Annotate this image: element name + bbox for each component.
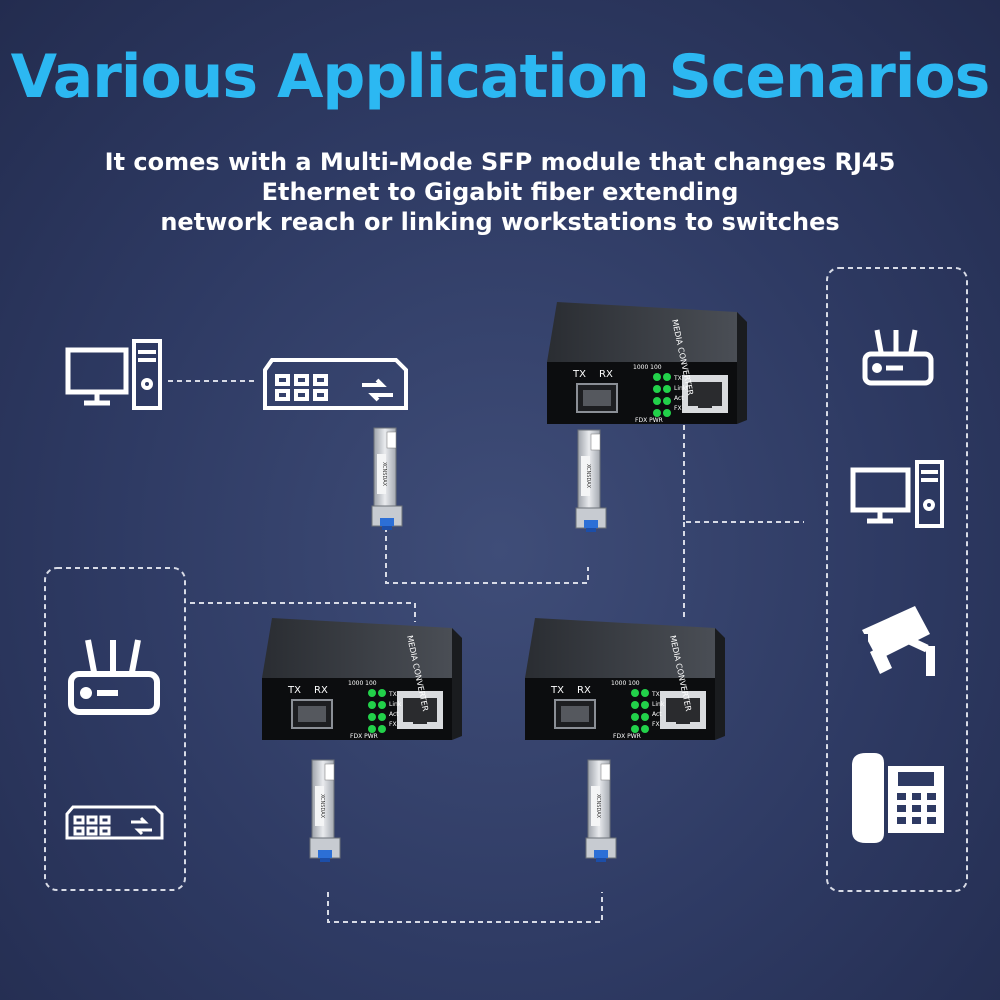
converter-tx-label: TX: [572, 369, 586, 380]
connection-lines: [168, 380, 804, 923]
subtitle-line-1: It comes with a Multi-Mode SFP module th…: [104, 148, 896, 176]
converter-led-fx: FX: [389, 721, 397, 728]
sfp-module-top-right: XCNSDAX: [575, 429, 607, 533]
sfp-brand: XCNSDAX: [381, 462, 387, 487]
connection-left-group-to-converter: [190, 602, 416, 622]
router-icon: [862, 329, 934, 386]
sfp-module-bottom-right: XCNSDAX: [585, 759, 617, 863]
switch-icon: [65, 805, 164, 840]
right-device-group: [826, 267, 968, 892]
converter-led-tx: TX: [673, 375, 682, 382]
converter-led-tx: TX: [388, 691, 397, 698]
converter-led-act: Act: [674, 395, 684, 402]
connection-sfp-sfp-top: [385, 518, 589, 584]
converter-rx-label: RX: [314, 685, 328, 696]
monitor-icon: [850, 467, 911, 524]
converter-led-act: Act: [389, 711, 399, 718]
pc-tower-icon: [915, 460, 944, 528]
cctv-camera-icon: [858, 606, 935, 676]
converter-tx-label: TX: [287, 685, 301, 696]
converter-led-act: Act: [652, 711, 662, 718]
converter-led-fx: FX: [652, 721, 660, 728]
converter-led-tx: TX: [651, 691, 660, 698]
monitor-icon: [65, 347, 129, 406]
sfp-brand: XCNSDAX: [319, 794, 325, 819]
media-converter-right: TX RX 1000 100 TX Link Act FX FDX PWR ME…: [524, 617, 726, 741]
sfp-brand: XCNSDAX: [585, 464, 591, 489]
page-title: Various Application Scenarios: [10, 42, 991, 112]
sfp-module-bottom-left: XCNSDAX: [309, 759, 341, 863]
switch-icon: [263, 358, 408, 410]
converter-bottom-label: FDX PWR: [635, 417, 663, 424]
sfp-brand: XCNSDAX: [595, 794, 601, 819]
sfp-module-top-left: XCNSDAX: [371, 427, 403, 531]
left-device-group: [44, 567, 186, 891]
subtitle-line-3: network reach or linking workstations to…: [160, 208, 840, 236]
media-converter-left: TX RX 1000 100 TX Link Act FX FDX PWR ME…: [261, 617, 463, 741]
converter-led-fx: FX: [674, 405, 682, 412]
converter-rx-label: RX: [599, 369, 613, 380]
converter-led-link: Link: [389, 701, 402, 708]
converter-speed-label: 1000 100: [633, 364, 662, 371]
converter-led-link: Link: [652, 701, 665, 708]
converter-rx-label: RX: [577, 685, 591, 696]
converter-led-link: Link: [674, 385, 687, 392]
connection-bottom-sfp-sfp: [327, 892, 603, 923]
office-phone-icon: [852, 753, 944, 843]
converter-speed-label: 1000 100: [611, 680, 640, 687]
router-icon: [68, 639, 160, 715]
converter-bottom-label: FDX PWR: [613, 733, 641, 740]
connection-top-converter-devices: [683, 425, 804, 523]
pc-tower-icon: [132, 339, 162, 410]
subtitle-line-2: Ethernet to Gigabit fiber extending: [261, 178, 739, 206]
converter-bottom-label: FDX PWR: [350, 733, 378, 740]
media-converter-top: TX RX 1000 100 TX Link Act FX FDX PWR ME…: [546, 301, 748, 425]
converter-tx-label: TX: [550, 685, 564, 696]
converter-speed-label: 1000 100: [348, 680, 377, 687]
